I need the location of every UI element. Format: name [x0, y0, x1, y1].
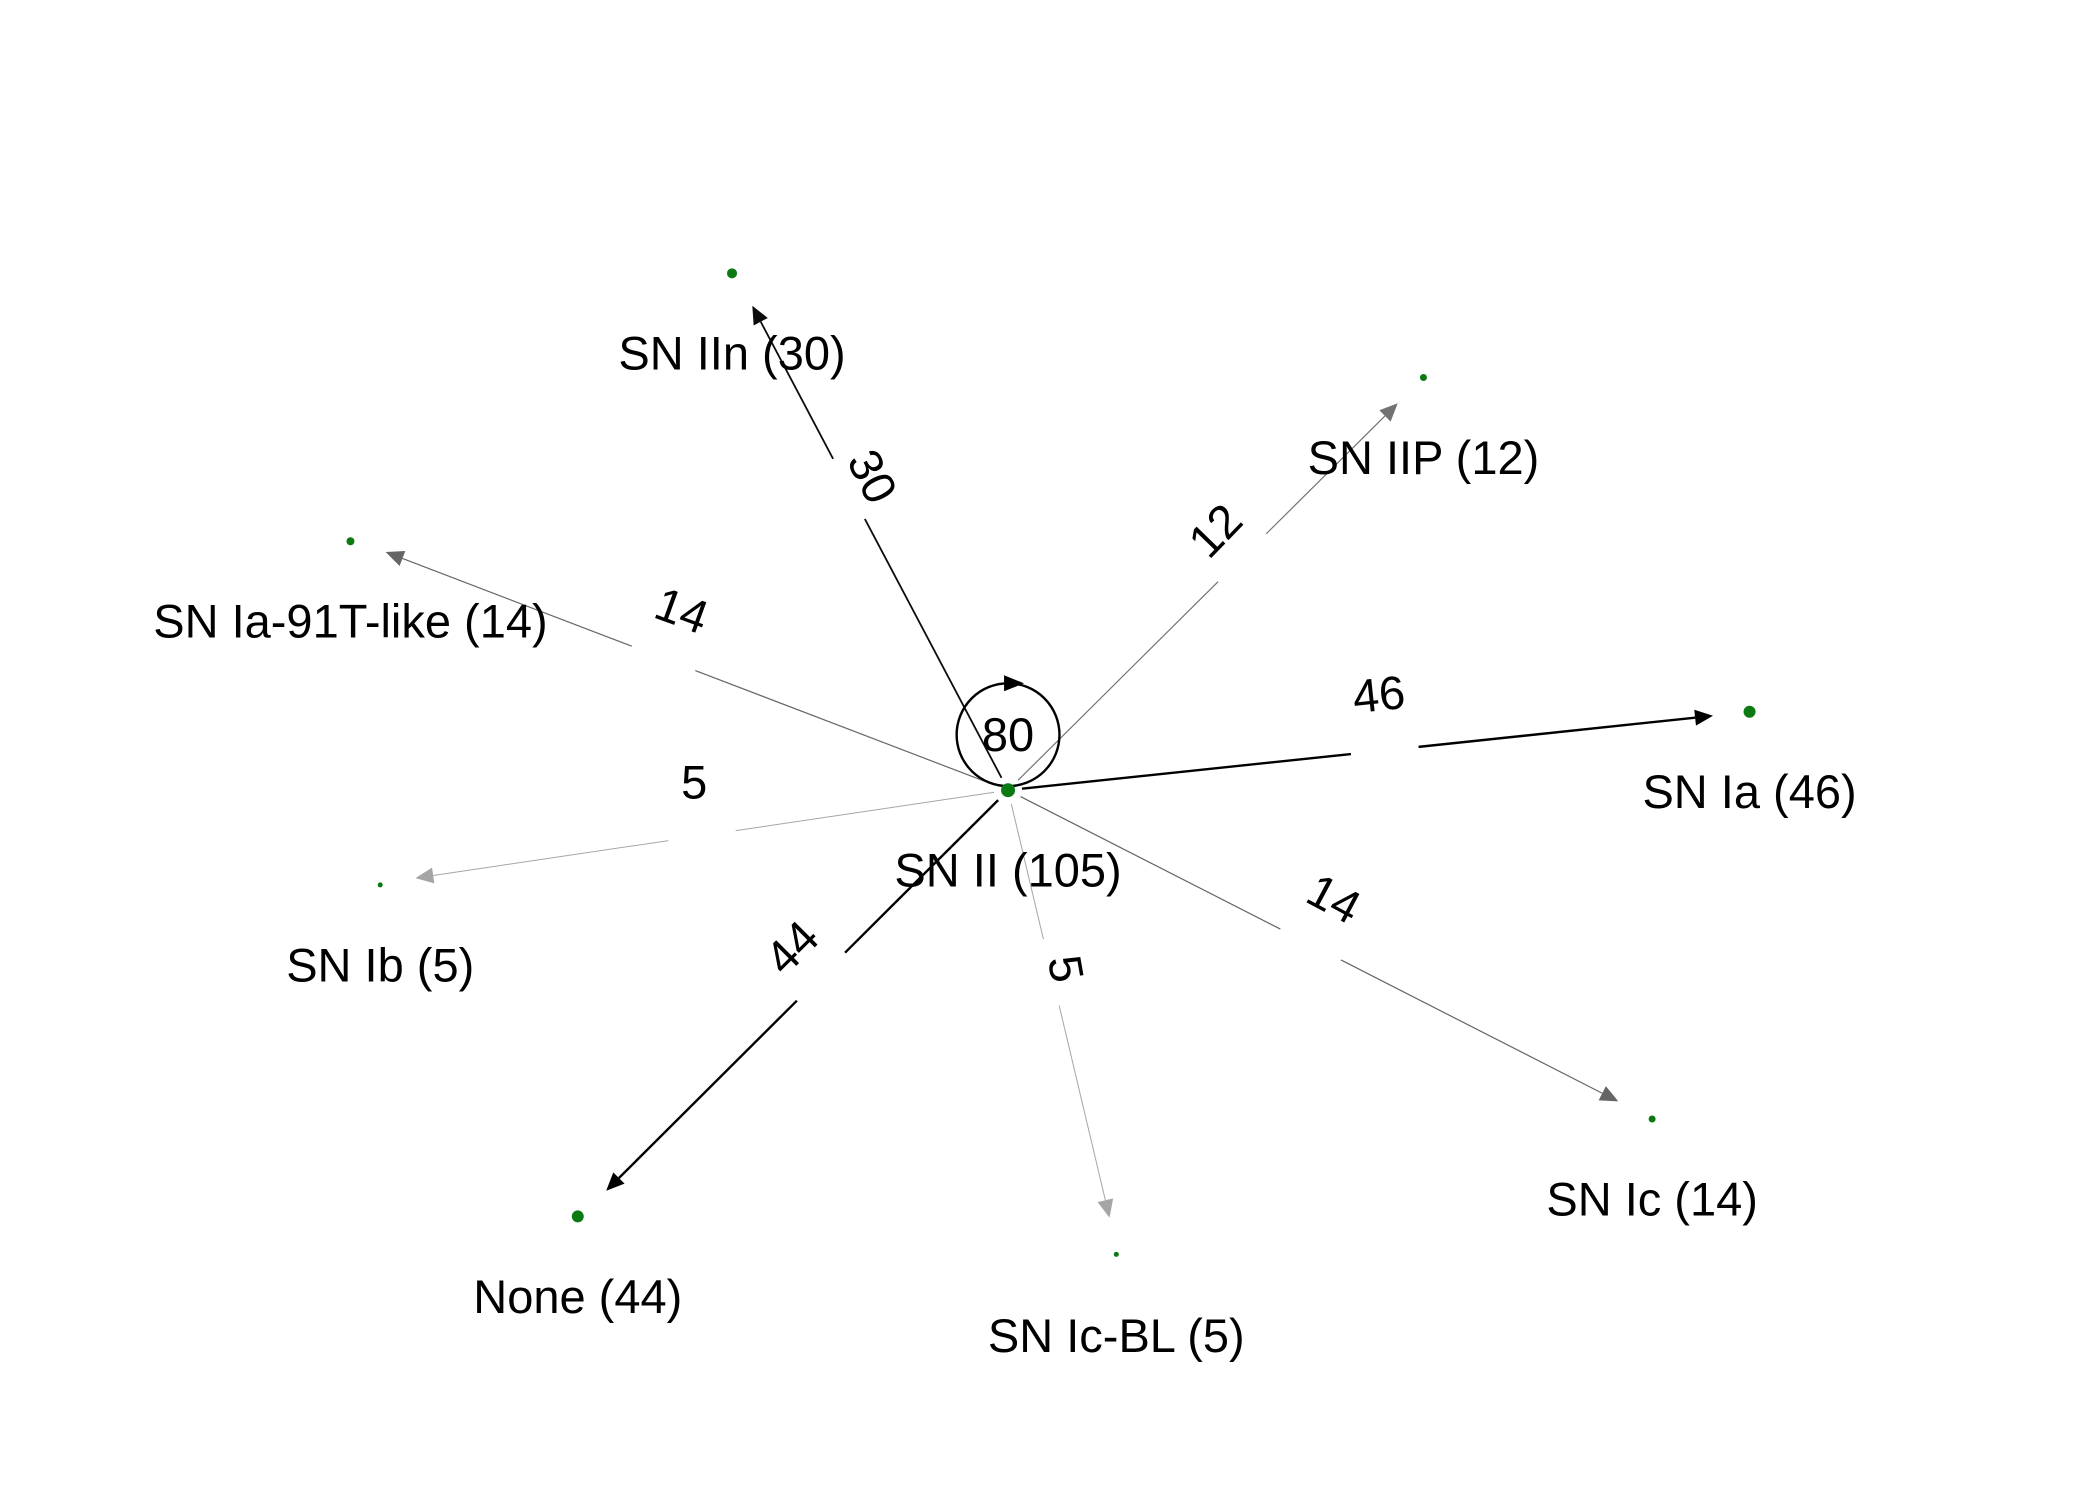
edge-sn-ib: [415, 791, 995, 884]
node-label-sn-ia-91t: SN Ia-91T-like (14): [153, 595, 547, 648]
edge-weight-label: 12: [1178, 493, 1252, 567]
node-sn-ic-bl: [1113, 1251, 1119, 1257]
arrow-head: [752, 305, 768, 326]
node-label-sn-iin: SN IIn (30): [618, 327, 845, 380]
arrow-head: [385, 551, 406, 566]
edge-weight-label: 14: [1299, 863, 1370, 934]
arrow-head: [1097, 1198, 1114, 1218]
edge-line: [1418, 716, 1696, 749]
edge-weight-label: 5: [1038, 951, 1095, 986]
node-label-sn-iip: SN IIP (12): [1308, 431, 1540, 484]
edge-sn-ic: [1020, 796, 1619, 1102]
edge-weight-label: 30: [837, 441, 908, 512]
arrow-head: [606, 1172, 625, 1191]
edge-line: [402, 557, 632, 647]
node-label-sn-ia: SN Ia (46): [1642, 765, 1856, 818]
edge-line: [1340, 959, 1603, 1094]
node-sn-ii: [1001, 783, 1016, 798]
edge-line: [1020, 796, 1281, 930]
edge-line: [844, 799, 999, 954]
node-sn-ia-91t: [346, 537, 355, 546]
edge-line: [695, 669, 996, 786]
edges-layer: [385, 305, 1714, 1218]
edge-line: [735, 791, 995, 832]
edge-weight-label: 44: [754, 910, 828, 984]
node-label-sn-ic: SN Ic (14): [1546, 1172, 1758, 1225]
arrow-head: [1694, 709, 1714, 726]
edge-sn-ic-bl: [1010, 803, 1114, 1218]
edge-sn-ia-91t: [385, 551, 996, 786]
edge-none: [606, 799, 999, 1191]
edge-weight-label: 5: [681, 756, 707, 809]
edge-line: [618, 999, 798, 1179]
self-loop-arrow: [1004, 675, 1025, 692]
edge-line: [433, 840, 669, 877]
edge-line: [1021, 752, 1352, 790]
node-sn-iip: [1419, 374, 1427, 382]
node-label-sn-ib: SN Ib (5): [286, 938, 474, 991]
arrow-head: [415, 867, 435, 884]
nodes-layer: [346, 268, 1756, 1257]
node-label-sn-ic-bl: SN Ic-BL (5): [988, 1309, 1245, 1362]
edge-line: [1017, 581, 1219, 781]
edge-line: [759, 321, 834, 460]
node-sn-ia: [1743, 705, 1756, 718]
arrow-head: [1598, 1086, 1619, 1102]
edge-sn-ia: [1021, 709, 1714, 790]
edge-sn-iin: [752, 305, 1003, 779]
node-sn-ic: [1648, 1115, 1656, 1123]
labels-layer: 30 12 14 46 5 44 5 14 SN II (105) SN IIn (30) SN I…: [153, 327, 1856, 1362]
self-loop-weight: 80: [982, 708, 1034, 761]
node-none: [571, 1210, 584, 1223]
edge-weight-label: 14: [648, 576, 715, 644]
edge-line: [1058, 1005, 1106, 1201]
edge-sn-iip: [1017, 403, 1398, 781]
node-sn-iin: [727, 268, 738, 279]
node-sn-ib: [377, 882, 383, 888]
node-label-sn-ii: SN II (105): [894, 844, 1121, 897]
edge-line: [864, 518, 1003, 779]
edge-line: [1265, 415, 1386, 535]
arrow-head: [1379, 403, 1398, 422]
node-label-none: None (44): [473, 1270, 682, 1323]
edge-line: [1010, 803, 1044, 940]
self-loop: 80: [955, 675, 1061, 788]
edge-weight-label: 46: [1350, 665, 1408, 723]
